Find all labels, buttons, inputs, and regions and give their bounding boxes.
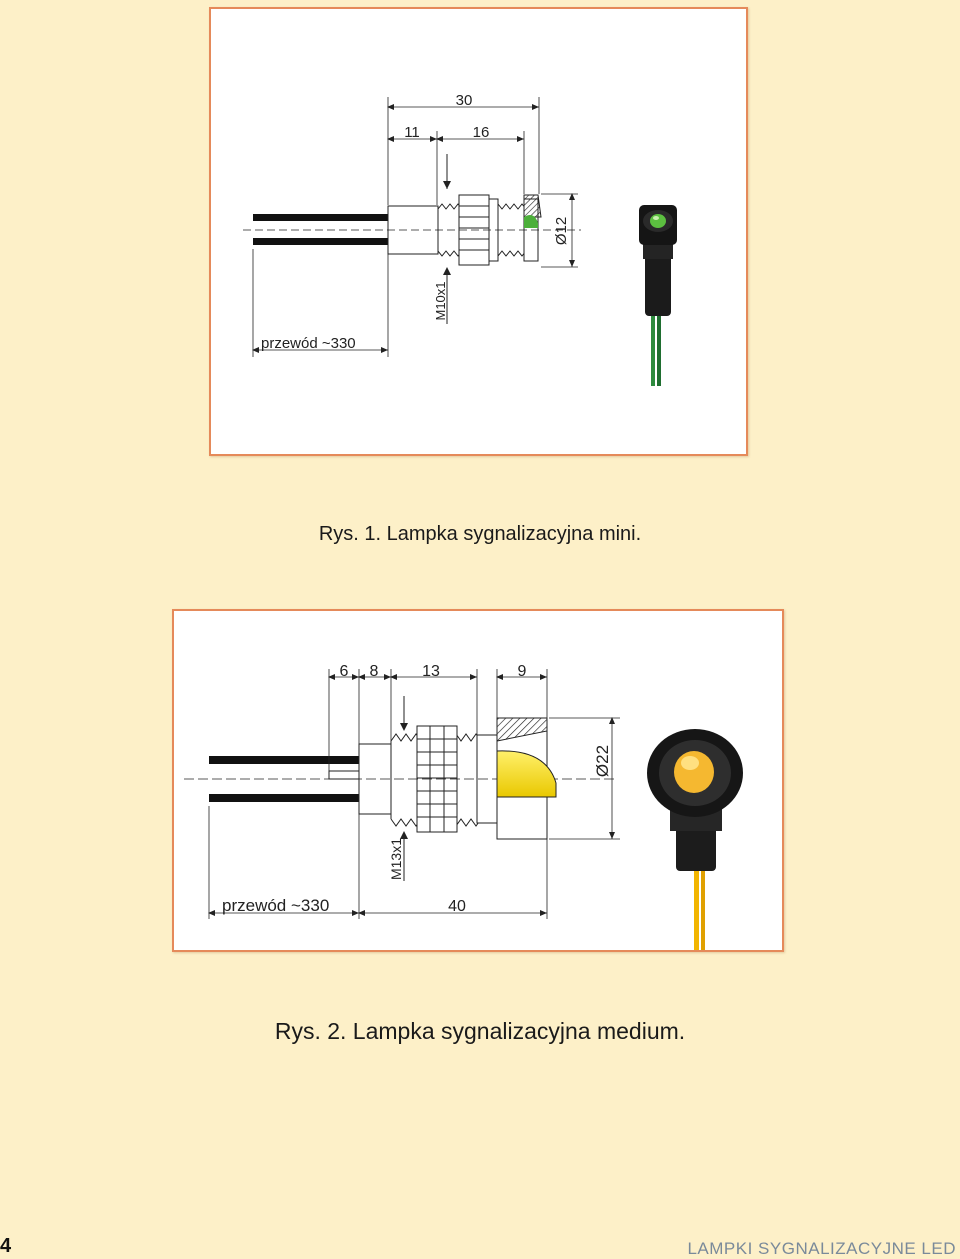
product-photo-medium	[647, 729, 743, 950]
dim-total-length: 40	[448, 898, 466, 915]
footer-title: LAMPKI SYGNALIZACYJNE LED	[687, 1239, 956, 1258]
dim-thread-length: 16	[473, 124, 490, 141]
dim-body-length: 11	[404, 124, 420, 141]
product-photo-mini	[639, 205, 677, 386]
caption-figure-2: Rys. 2. Lampka sygnalizacyjna medium.	[274, 1018, 686, 1044]
dim-thread-spec: M10x1	[433, 281, 448, 320]
technical-drawing-medium: 6 8 13 9 przewód ~330 40 Ø22 M13x1	[184, 663, 743, 950]
dim-diameter: Ø12	[553, 217, 570, 245]
dim-wire-length: przewód ~330	[261, 335, 356, 352]
dim-segment-3: 13	[422, 663, 440, 680]
figure-medium-lamp: 6 8 13 9 przewód ~330 40 Ø22 M13x1	[172, 609, 784, 952]
dim-segment-1: 6	[340, 663, 349, 680]
dim-total-length: 30	[456, 92, 473, 109]
dim-diameter: Ø22	[593, 745, 612, 777]
led-dome-yellow	[496, 750, 557, 798]
figure-mini-lamp: 30 11 16 przewód ~330 Ø12 M10x1	[209, 7, 748, 456]
led-dome-green	[524, 215, 538, 228]
dim-segment-4: 9	[518, 663, 527, 680]
technical-drawing-mini: 30 11 16 przewód ~330 Ø12 M10x1	[243, 92, 677, 386]
dim-thread-spec: M13x1	[388, 838, 404, 880]
dim-wire-length: przewód ~330	[222, 896, 329, 915]
page-number: 4	[0, 1235, 12, 1257]
dim-segment-2: 8	[370, 663, 379, 680]
caption-figure-1: Rys. 1. Lampka sygnalizacyjna mini.	[318, 523, 642, 545]
